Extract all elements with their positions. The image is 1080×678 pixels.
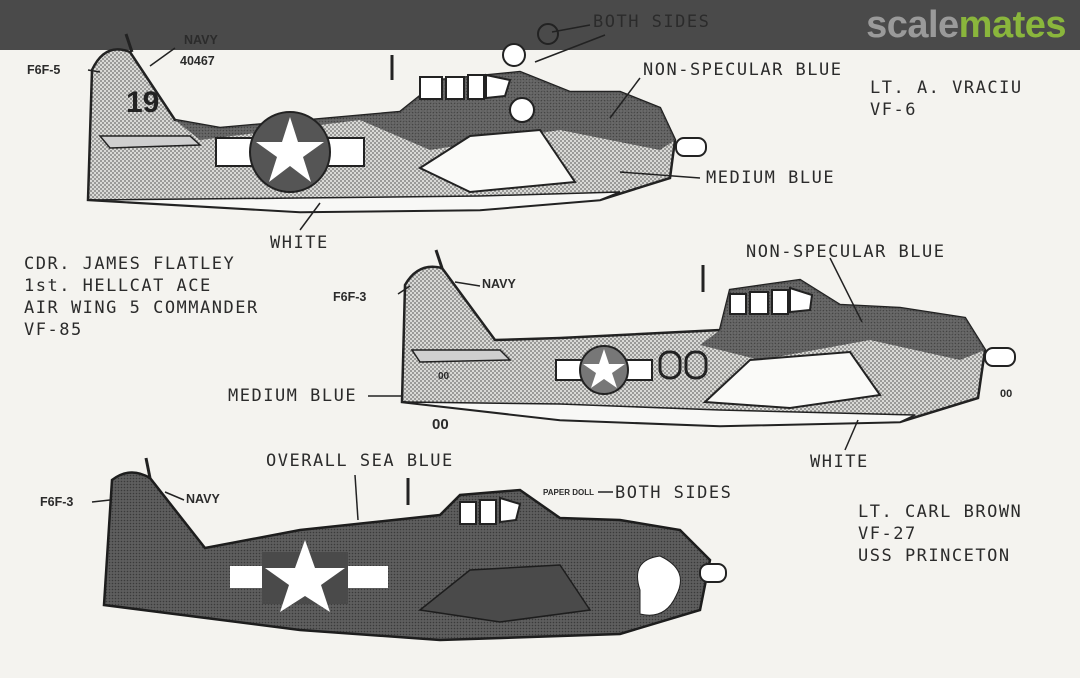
aircraft-2-drawing — [368, 249, 1016, 451]
aircraft-3-pilot: LT. CARL BROWN — [858, 502, 1023, 522]
aircraft-3-overall-label: OVERALL SEA BLUE — [266, 451, 454, 471]
aircraft-1-navy: NAVY — [184, 33, 218, 47]
aircraft-3-navy: NAVY — [186, 492, 220, 506]
scalemates-logo[interactable]: scalemates — [866, 4, 1066, 46]
aircraft-3-drawing — [91, 457, 727, 642]
aircraft-3-unit: VF-27 — [858, 524, 917, 544]
aircraft-1-drawing — [86, 23, 707, 231]
aircraft-2-medium-label: MEDIUM BLUE — [228, 386, 358, 406]
aircraft-1-white-label: WHITE — [270, 233, 329, 253]
aircraft-1-type: F6F-5 — [27, 63, 61, 77]
aircraft-2-code-underside: 00 — [432, 416, 449, 433]
aircraft-2-type: F6F-3 — [333, 290, 367, 304]
aircraft-2-nonspec-label: NON-SPECULAR BLUE — [746, 242, 946, 262]
aircraft-3-both-sides-label: BOTH SIDES — [615, 483, 733, 503]
aircraft-1-pilot: LT. A. VRACIU — [870, 78, 1023, 98]
aircraft-2-pilot-line1: CDR. JAMES FLATLEY — [24, 254, 236, 274]
aircraft-3-type: F6F-3 — [40, 495, 74, 509]
star-insignia-icon — [265, 540, 345, 612]
aircraft-2-pilot-line2: 1st. HELLCAT ACE — [24, 276, 212, 296]
aircraft-2-white-label: WHITE — [810, 452, 869, 472]
star-insignia-icon — [256, 117, 324, 182]
aircraft-3-ship: USS PRINCETON — [858, 546, 1011, 566]
propeller-spinner-icon — [699, 563, 727, 583]
aircraft-2-pilot-line3: AIR WING 5 COMMANDER — [24, 298, 259, 318]
aircraft-3-nose-art-label: PAPER DOLL — [543, 488, 594, 497]
top-banner: scalemates — [0, 0, 1080, 50]
aircraft-1-serial: 40467 — [180, 54, 215, 68]
aircraft-1-medium-label: MEDIUM BLUE — [706, 168, 836, 188]
aircraft-2-code-tail: 00 — [438, 371, 450, 382]
aircraft-2-pilot-line4: VF-85 — [24, 320, 83, 340]
aircraft-2-code-nose: 00 — [1000, 388, 1013, 400]
aircraft-2-navy: NAVY — [482, 277, 516, 291]
aircraft-1-unit: VF-6 — [870, 100, 917, 120]
aircraft-1-tail-number: 19 — [126, 86, 160, 119]
aircraft-1-both-sides-label: BOTH SIDES — [593, 12, 711, 32]
emblem-icon — [509, 97, 535, 123]
aircraft-1-nonspec-label: NON-SPECULAR BLUE — [643, 60, 843, 80]
